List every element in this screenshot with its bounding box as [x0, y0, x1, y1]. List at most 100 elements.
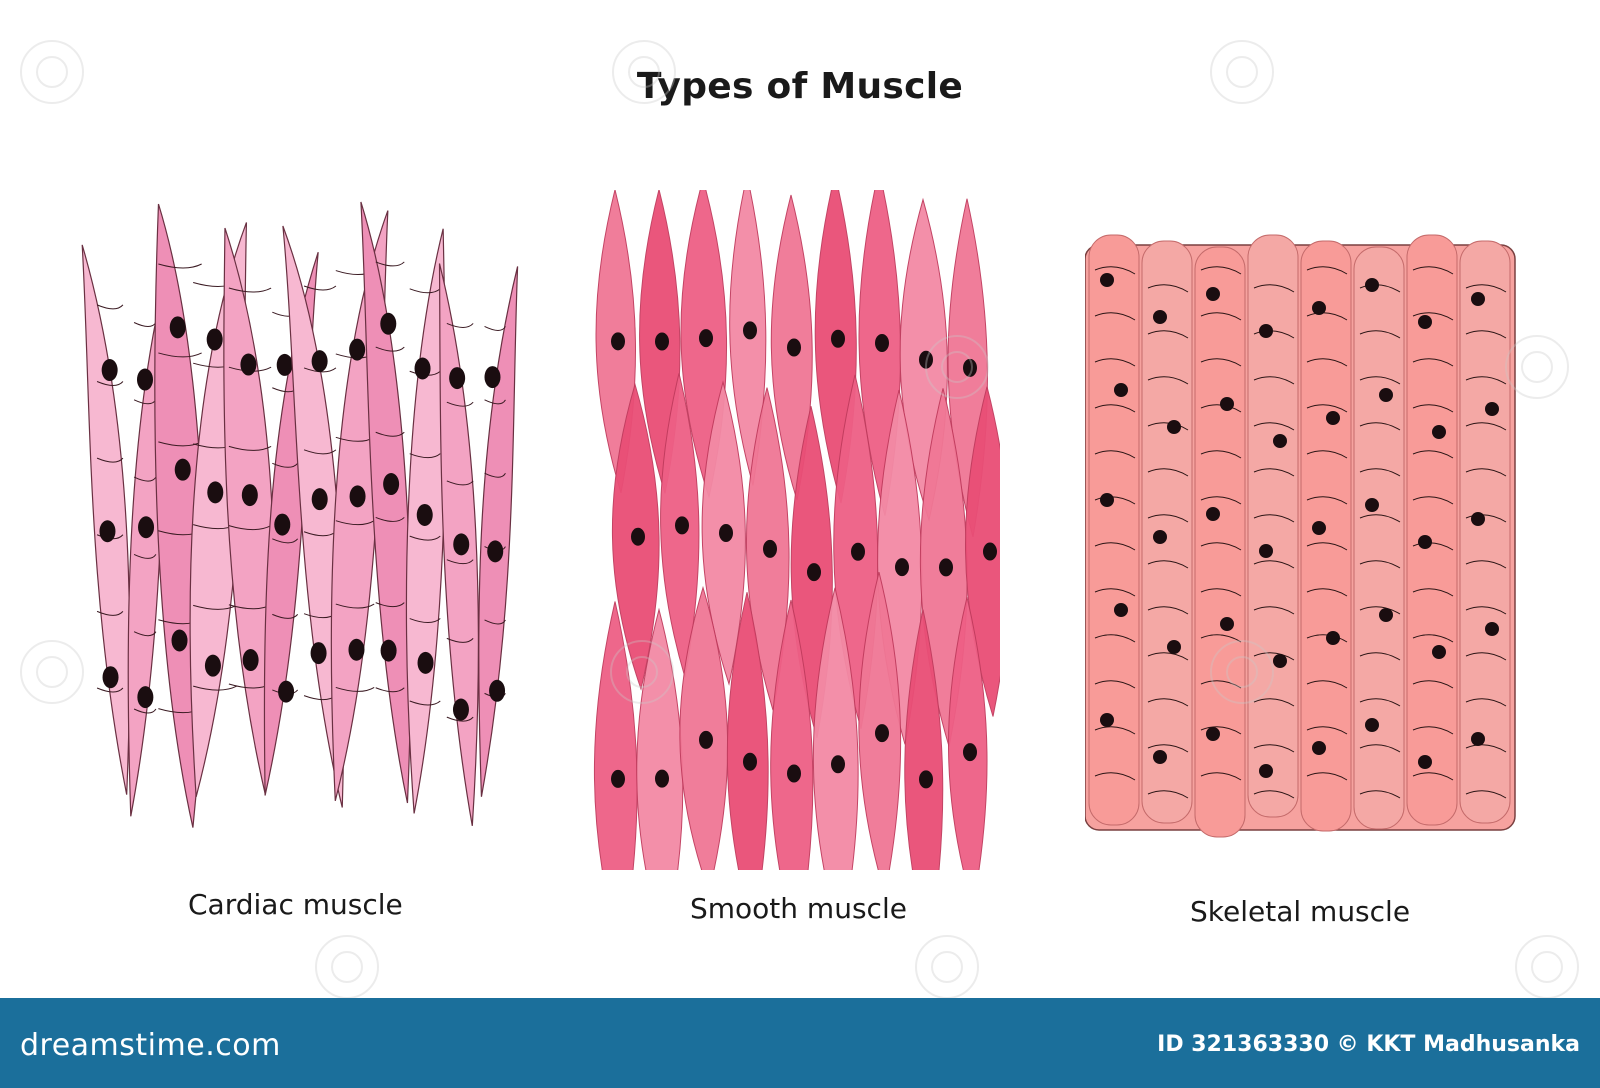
nucleus	[1326, 631, 1340, 645]
intercalated-disc	[446, 637, 474, 643]
skeletal-muscle-caption: Skeletal muscle	[1190, 895, 1411, 928]
intercalated-disc	[446, 716, 474, 722]
nucleus	[787, 764, 801, 783]
nucleus	[983, 542, 997, 561]
nucleus	[1167, 420, 1181, 434]
nucleus	[452, 698, 469, 721]
watermark-logo	[915, 935, 979, 999]
striation	[1094, 588, 1136, 597]
nucleus	[1206, 507, 1220, 521]
striation	[1359, 330, 1401, 339]
intercalated-disc	[303, 449, 337, 455]
nucleus	[699, 730, 713, 749]
intercalated-disc	[303, 285, 337, 291]
nucleus	[136, 368, 153, 391]
nucleus	[1365, 498, 1379, 512]
striation	[1306, 496, 1348, 505]
striation	[1147, 422, 1189, 431]
striation	[1412, 772, 1454, 781]
striation	[1200, 680, 1242, 689]
smooth-muscle-cell	[593, 601, 638, 870]
smooth-muscle-cell	[726, 592, 769, 870]
nucleus	[939, 558, 953, 577]
nucleus	[719, 524, 733, 543]
intercalated-disc	[133, 631, 157, 637]
striation	[1306, 358, 1348, 367]
cardiac-fiber	[282, 225, 345, 808]
nucleus	[611, 332, 625, 351]
striation	[1359, 652, 1401, 661]
nucleus	[349, 338, 366, 361]
nucleus	[1365, 718, 1379, 732]
striation	[1412, 404, 1454, 413]
intercalated-disc	[446, 322, 474, 328]
intercalated-disc	[133, 322, 157, 327]
striation	[1465, 790, 1507, 799]
nucleus	[1471, 512, 1485, 526]
striation	[1147, 468, 1189, 477]
intercalated-disc	[133, 708, 157, 714]
smooth-muscle-caption: Smooth muscle	[690, 892, 907, 925]
nucleus	[1485, 622, 1499, 636]
intercalated-disc	[484, 619, 506, 625]
watermark-logo	[20, 640, 84, 704]
nucleus	[1206, 727, 1220, 741]
striation	[1200, 450, 1242, 459]
intercalated-disc	[375, 687, 405, 693]
nucleus	[310, 642, 327, 665]
striation	[1094, 726, 1136, 735]
diagram-title: Types of Muscle	[636, 66, 964, 107]
intercalated-disc	[96, 687, 124, 693]
intercalated-disc	[409, 288, 441, 294]
nucleus	[1206, 287, 1220, 301]
striation	[1359, 560, 1401, 569]
nucleus	[875, 724, 889, 743]
skeletal-fiber	[1353, 246, 1405, 830]
striation	[1253, 422, 1295, 431]
striation	[1094, 266, 1136, 275]
intercalated-disc	[409, 535, 441, 541]
striation	[1465, 560, 1507, 569]
intercalated-disc	[96, 381, 124, 386]
smooth-muscle-cell	[812, 587, 859, 870]
striation	[1147, 790, 1189, 799]
nucleus	[807, 563, 821, 582]
nucleus	[1259, 544, 1273, 558]
nucleus	[675, 516, 689, 535]
striation	[1253, 698, 1295, 707]
nucleus	[1432, 425, 1446, 439]
nucleus	[919, 770, 933, 789]
nucleus	[1312, 521, 1326, 535]
nucleus	[169, 316, 186, 339]
nucleus	[487, 540, 504, 563]
striation	[1253, 652, 1295, 661]
smooth-muscle-cell	[636, 607, 684, 870]
striation	[1465, 514, 1507, 523]
intercalated-disc	[375, 346, 405, 352]
nucleus	[1273, 434, 1287, 448]
intercalated-disc	[158, 352, 202, 358]
nucleus	[831, 755, 845, 774]
skeletal-fiber	[1406, 234, 1458, 826]
cardiac-muscle-illustration	[81, 201, 519, 828]
intercalated-disc	[228, 287, 272, 293]
striation	[1465, 468, 1507, 477]
nucleus	[137, 686, 154, 709]
nucleus	[1432, 645, 1446, 659]
nucleus	[1220, 617, 1234, 631]
cardiac-fiber	[478, 266, 519, 797]
striation	[1359, 744, 1401, 753]
smooth-muscle-cell	[904, 609, 944, 870]
striation	[1306, 588, 1348, 597]
watermark-logo	[315, 935, 379, 999]
brand-logo-text[interactable]: dreamstime.com	[20, 1028, 281, 1063]
nucleus	[831, 329, 845, 348]
nucleus	[380, 312, 397, 335]
skeletal-fiber	[1141, 240, 1193, 824]
striation	[1200, 358, 1242, 367]
striation	[1147, 698, 1189, 707]
striation	[1200, 588, 1242, 597]
nucleus	[851, 542, 865, 561]
cardiac-fiber	[81, 244, 131, 795]
striation	[1094, 496, 1136, 505]
